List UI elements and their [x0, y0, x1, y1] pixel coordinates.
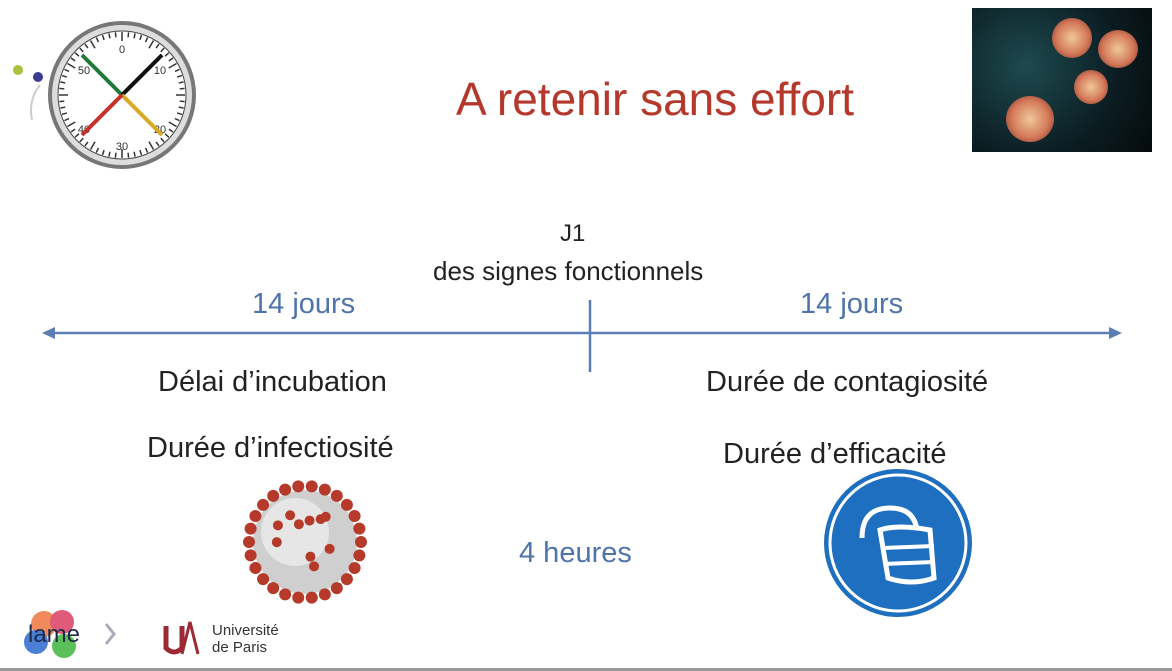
clock-number-30: 30: [116, 141, 128, 153]
contagiosity-label: Durée de contagiosité: [706, 366, 988, 399]
clock-number-10: 10: [154, 65, 166, 77]
virus-microscope-photo: [972, 8, 1152, 152]
slide-title: A retenir sans effort: [360, 72, 950, 126]
j1-label: J1: [560, 220, 585, 248]
four-hours-label: 4 heures: [519, 537, 632, 570]
lame-logo: lame: [22, 610, 117, 658]
infectiosity-label: Durée d’infectiosité: [147, 432, 394, 465]
efficacy-label: Durée d’efficacité: [723, 438, 947, 471]
stopwatch-icon: 0 10 20 30 40 50: [10, 20, 220, 180]
incubation-label: Délai d’incubation: [158, 366, 387, 399]
mask-mandatory-icon: [822, 468, 977, 618]
j1-sublabel: des signes fonctionnels: [433, 256, 703, 287]
svg-text:de Paris: de Paris: [212, 639, 267, 656]
coronavirus-icon: [230, 475, 380, 610]
svg-text:lame: lame: [28, 621, 80, 648]
clock-number-50: 50: [78, 65, 90, 77]
clock-number-0: 0: [119, 44, 125, 56]
svg-text:Université: Université: [212, 622, 279, 639]
universite-de-paris-logo: Université de Paris: [162, 618, 302, 658]
